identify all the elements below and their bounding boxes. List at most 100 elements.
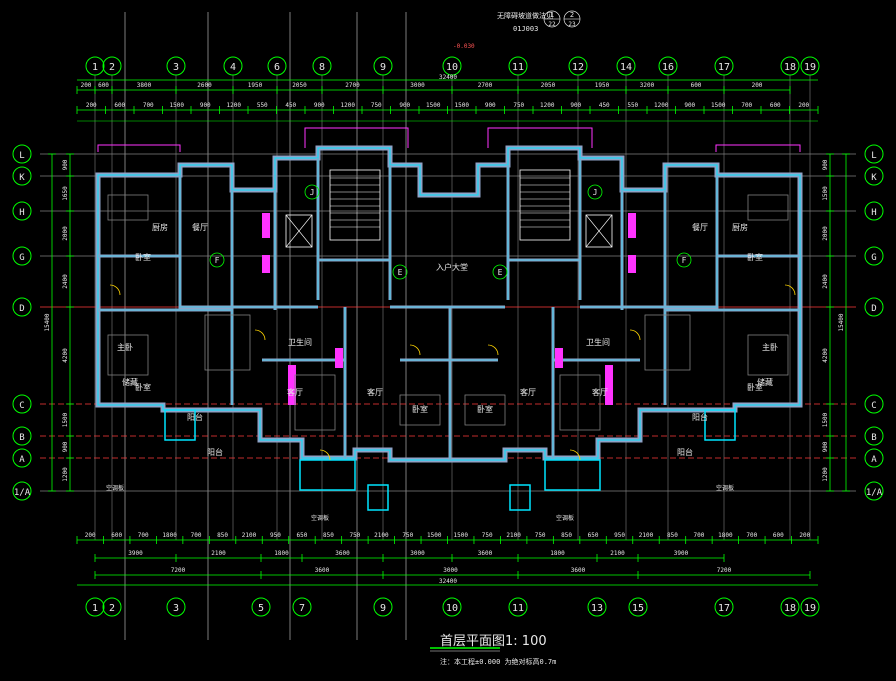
dim-top-row2-label-6: 550 [257,102,268,109]
dim-bot-row1-label-26: 600 [773,532,784,539]
room-label-right-2: 卧室 [747,252,763,262]
grid-letter-circle-3 [676,252,692,268]
axis-label-top-9: 12 [572,62,584,73]
room-label-right-0: 厨房 [732,222,748,232]
dim-top-row1-label-3: 2600 [197,82,212,89]
dim-left-label-4: 4200 [62,348,69,363]
room-label-ac-3: 空调板 [716,484,734,492]
axis-label-top-7: 10 [446,62,458,73]
dim-bot-row2-label-4: 3000 [410,550,425,557]
axis-circle-bottom-1 [102,597,122,617]
room-label-ac-1: 空调板 [556,514,574,522]
kitchen-fixture-3 [555,348,563,368]
axis-label-bottom-4: 7 [299,603,305,614]
balcony-2 [164,409,196,441]
room-label-right-9: 阳台 [677,447,693,457]
dim-top-row2-label-3: 1500 [170,102,185,109]
dim-top-row1-label-2: 3800 [137,82,152,89]
furniture-3 [559,374,601,431]
dim-top-row2-label-7: 450 [285,102,296,109]
elevator-shaft-0 [285,214,313,248]
dim-left-label-1: 1650 [62,186,69,201]
axis-circle-top-8 [508,56,528,76]
dim-bot-row1-label-23: 700 [693,532,704,539]
balcony-4 [367,484,389,511]
dim-top-row1-label-12: 600 [691,82,702,89]
level-mark: -0.030 [453,43,475,50]
dim-bot-row1-label-19: 650 [588,532,599,539]
axis-label-top-2: 3 [173,62,179,73]
grid-letter-5: J [593,188,598,197]
furniture-7 [747,334,789,376]
dim-top-row2-label-13: 1500 [455,102,470,109]
dim-right-label-2: 2000 [822,226,829,241]
axis-circle-right-6 [864,426,884,446]
axis-label-right-8: 1/A [866,488,883,498]
grid-letter-circle-1 [492,264,508,280]
room-label-right-6: 阳台 [692,412,708,422]
balcony-3 [704,409,736,441]
dim-top-row2-label-11: 900 [399,102,410,109]
dim-bot-row3-label-0: 7200 [171,567,186,574]
dim-left-label-0: 900 [62,159,69,170]
axis-label-right-2: H [871,208,876,218]
axis-circle-bottom-5 [373,597,393,617]
door-swing-5 [487,344,499,356]
dim-bot-row1-label-21: 2100 [639,532,654,539]
dim-bot-row2-label-5: 3600 [478,550,493,557]
dim-bot-row1-label-9: 850 [323,532,334,539]
room-label-center-3: 客厅 [367,387,383,397]
balcony-5 [509,484,531,511]
axis-circle-bottom-2 [166,597,186,617]
axis-label-bottom-3: 5 [258,603,264,614]
dim-bot-row1-label-27: 200 [799,532,810,539]
dim-left-label-3: 2400 [62,274,69,289]
magenta-outline [97,127,801,152]
room-label-ac-2: 空调板 [106,484,124,492]
dim-bot-row2-label-0: 3900 [128,550,143,557]
door-swing-4 [409,344,421,356]
axis-label-top-5: 8 [319,62,325,73]
grid-letter-0: E [398,268,403,277]
axis-label-bottom-9: 15 [632,603,644,614]
axis-label-top-10: 14 [620,62,632,73]
dim-left-total-label-0: 15400 [44,313,51,331]
grid-letter-2: F [215,256,220,265]
dim-top-overall-label: 32400 [439,74,457,81]
door-swing-3 [569,449,581,461]
room-label-center-4: 客厅 [520,387,536,397]
kitchen-fixture-1 [628,213,636,238]
axis-label-left-3: G [19,253,24,263]
furniture-9 [464,394,506,426]
drawing-title-text: 首层平面图 [440,634,506,649]
axis-label-bottom-0: 1 [92,603,98,614]
axis-label-right-4: D [871,304,876,314]
axis-circle-right-5 [864,394,884,414]
axis-circle-right-3 [864,246,884,266]
axis-circle-right-2 [864,201,884,221]
dim-bot-row2-label-3: 3600 [335,550,350,557]
dim-bot-row2-label-6: 1800 [550,550,565,557]
dim-top-row2-label-2: 700 [143,102,154,109]
dim-bot-row3-label-2: 3000 [443,567,458,574]
dim-bot-row1-label-0: 200 [85,532,96,539]
axis-label-left-7: A [19,455,25,465]
axis-circle-bottom-7 [508,597,528,617]
axis-label-right-0: L [871,151,876,161]
grid-letter-4: J [310,188,315,197]
axis-label-top-11: 16 [662,62,674,73]
grid-letter-circle-4 [304,184,320,200]
dim-top-row2-label-17: 900 [570,102,581,109]
dim-top-row1-label-10: 1950 [595,82,610,89]
kitchen-fixture-0 [262,213,270,238]
dim-bot-row1-label-22: 850 [667,532,678,539]
dim-top-row1-label-8: 2700 [478,82,493,89]
dim-bot-row1-label-1: 600 [111,532,122,539]
room-label-center-2: 卧室 [477,404,493,414]
elevator-shaft-1 [585,214,613,248]
grid-letter-1: E [498,268,503,277]
axis-circle-left-4 [12,297,32,317]
axis-label-bottom-11: 18 [784,603,796,614]
